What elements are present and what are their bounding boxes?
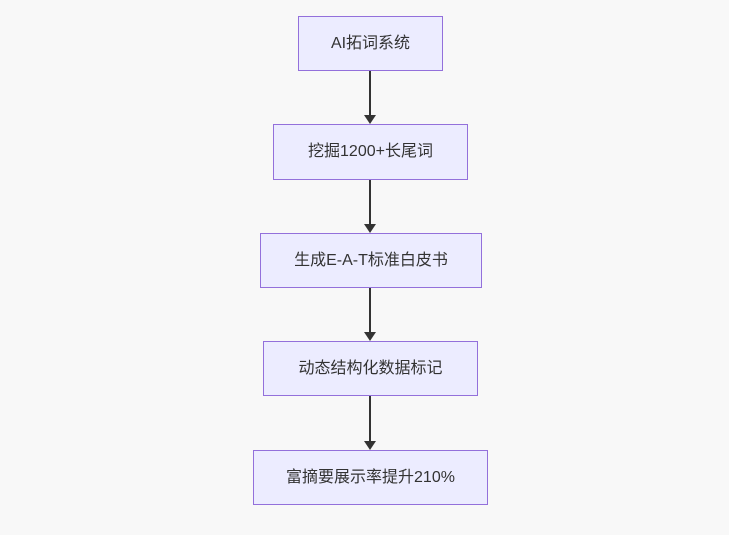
arrow-down-icon xyxy=(364,441,376,450)
flowchart-edge-4 xyxy=(364,396,376,450)
node-label: 生成E-A-T标准白皮书 xyxy=(294,251,448,269)
arrow-down-icon xyxy=(364,224,376,233)
flowchart-node-rich-snippet-result: 富摘要展示率提升210% xyxy=(253,450,488,505)
flowchart-edge-2 xyxy=(364,180,376,233)
flowchart-edge-1 xyxy=(364,71,376,124)
flowchart-node-ai-system: AI拓词系统 xyxy=(298,16,443,71)
node-label: AI拓词系统 xyxy=(330,34,411,52)
flowchart-node-longtail-keywords: 挖掘1200+长尾词 xyxy=(273,124,468,180)
node-label: 富摘要展示率提升210% xyxy=(286,468,455,486)
node-label: 挖掘1200+长尾词 xyxy=(308,143,433,160)
node-label: 动态结构化数据标记 xyxy=(298,359,443,377)
arrow-down-icon xyxy=(364,332,376,341)
flowchart-edge-3 xyxy=(364,288,376,341)
flowchart-node-eat-whitepaper: 生成E-A-T标准白皮书 xyxy=(260,233,482,288)
flowchart-node-structured-data: 动态结构化数据标记 xyxy=(263,341,478,396)
arrow-down-icon xyxy=(364,115,376,124)
